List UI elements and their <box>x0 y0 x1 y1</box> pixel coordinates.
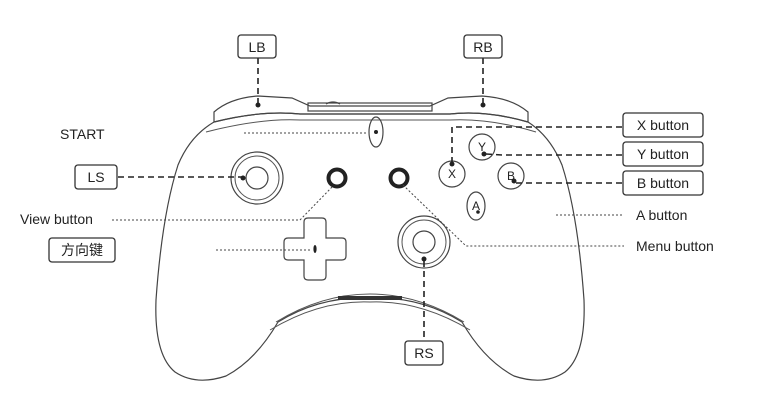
leader-lines <box>112 58 624 341</box>
face-button-a: A <box>466 191 486 221</box>
face-button-b: B <box>497 162 525 190</box>
menu-button-label: Menu button <box>636 238 714 254</box>
y-letter: Y <box>478 140 486 154</box>
view-button-shape <box>326 167 348 189</box>
svg-text:方向键: 方向键 <box>61 242 103 258</box>
a-button-label: A button <box>636 207 687 223</box>
b-button-label: B button <box>622 170 704 196</box>
svg-text:RB: RB <box>473 39 492 55</box>
rs-label: RS <box>404 340 444 366</box>
start-label: START <box>60 126 105 142</box>
a-letter: A <box>472 199 480 213</box>
svg-text:B button: B button <box>637 175 689 191</box>
lb-dot <box>255 102 261 108</box>
rb-label: RB <box>463 34 503 59</box>
controller-body <box>155 95 585 381</box>
svg-text:LS: LS <box>87 169 104 185</box>
face-button-y: Y <box>468 133 496 161</box>
svg-text:X button: X button <box>637 117 689 133</box>
svg-text:Y button: Y button <box>637 146 689 162</box>
svg-text:RS: RS <box>414 345 433 361</box>
dpad-shape <box>283 217 347 281</box>
left-stick <box>230 151 284 205</box>
svg-text:LB: LB <box>248 39 265 55</box>
dpad-label: 方向键 <box>48 237 116 263</box>
x-letter: X <box>448 167 456 181</box>
x-button-label: X button <box>622 112 704 138</box>
lb-label: LB <box>237 34 277 59</box>
menu-button-shape <box>388 167 410 189</box>
right-stick <box>397 215 451 269</box>
rb-dot <box>480 102 486 108</box>
view-button-label: View button <box>20 211 93 227</box>
face-button-x: X <box>438 160 466 188</box>
y-button-label: Y button <box>622 141 704 167</box>
b-letter: B <box>507 169 515 183</box>
ls-label: LS <box>74 164 118 190</box>
guide-button <box>368 116 384 148</box>
